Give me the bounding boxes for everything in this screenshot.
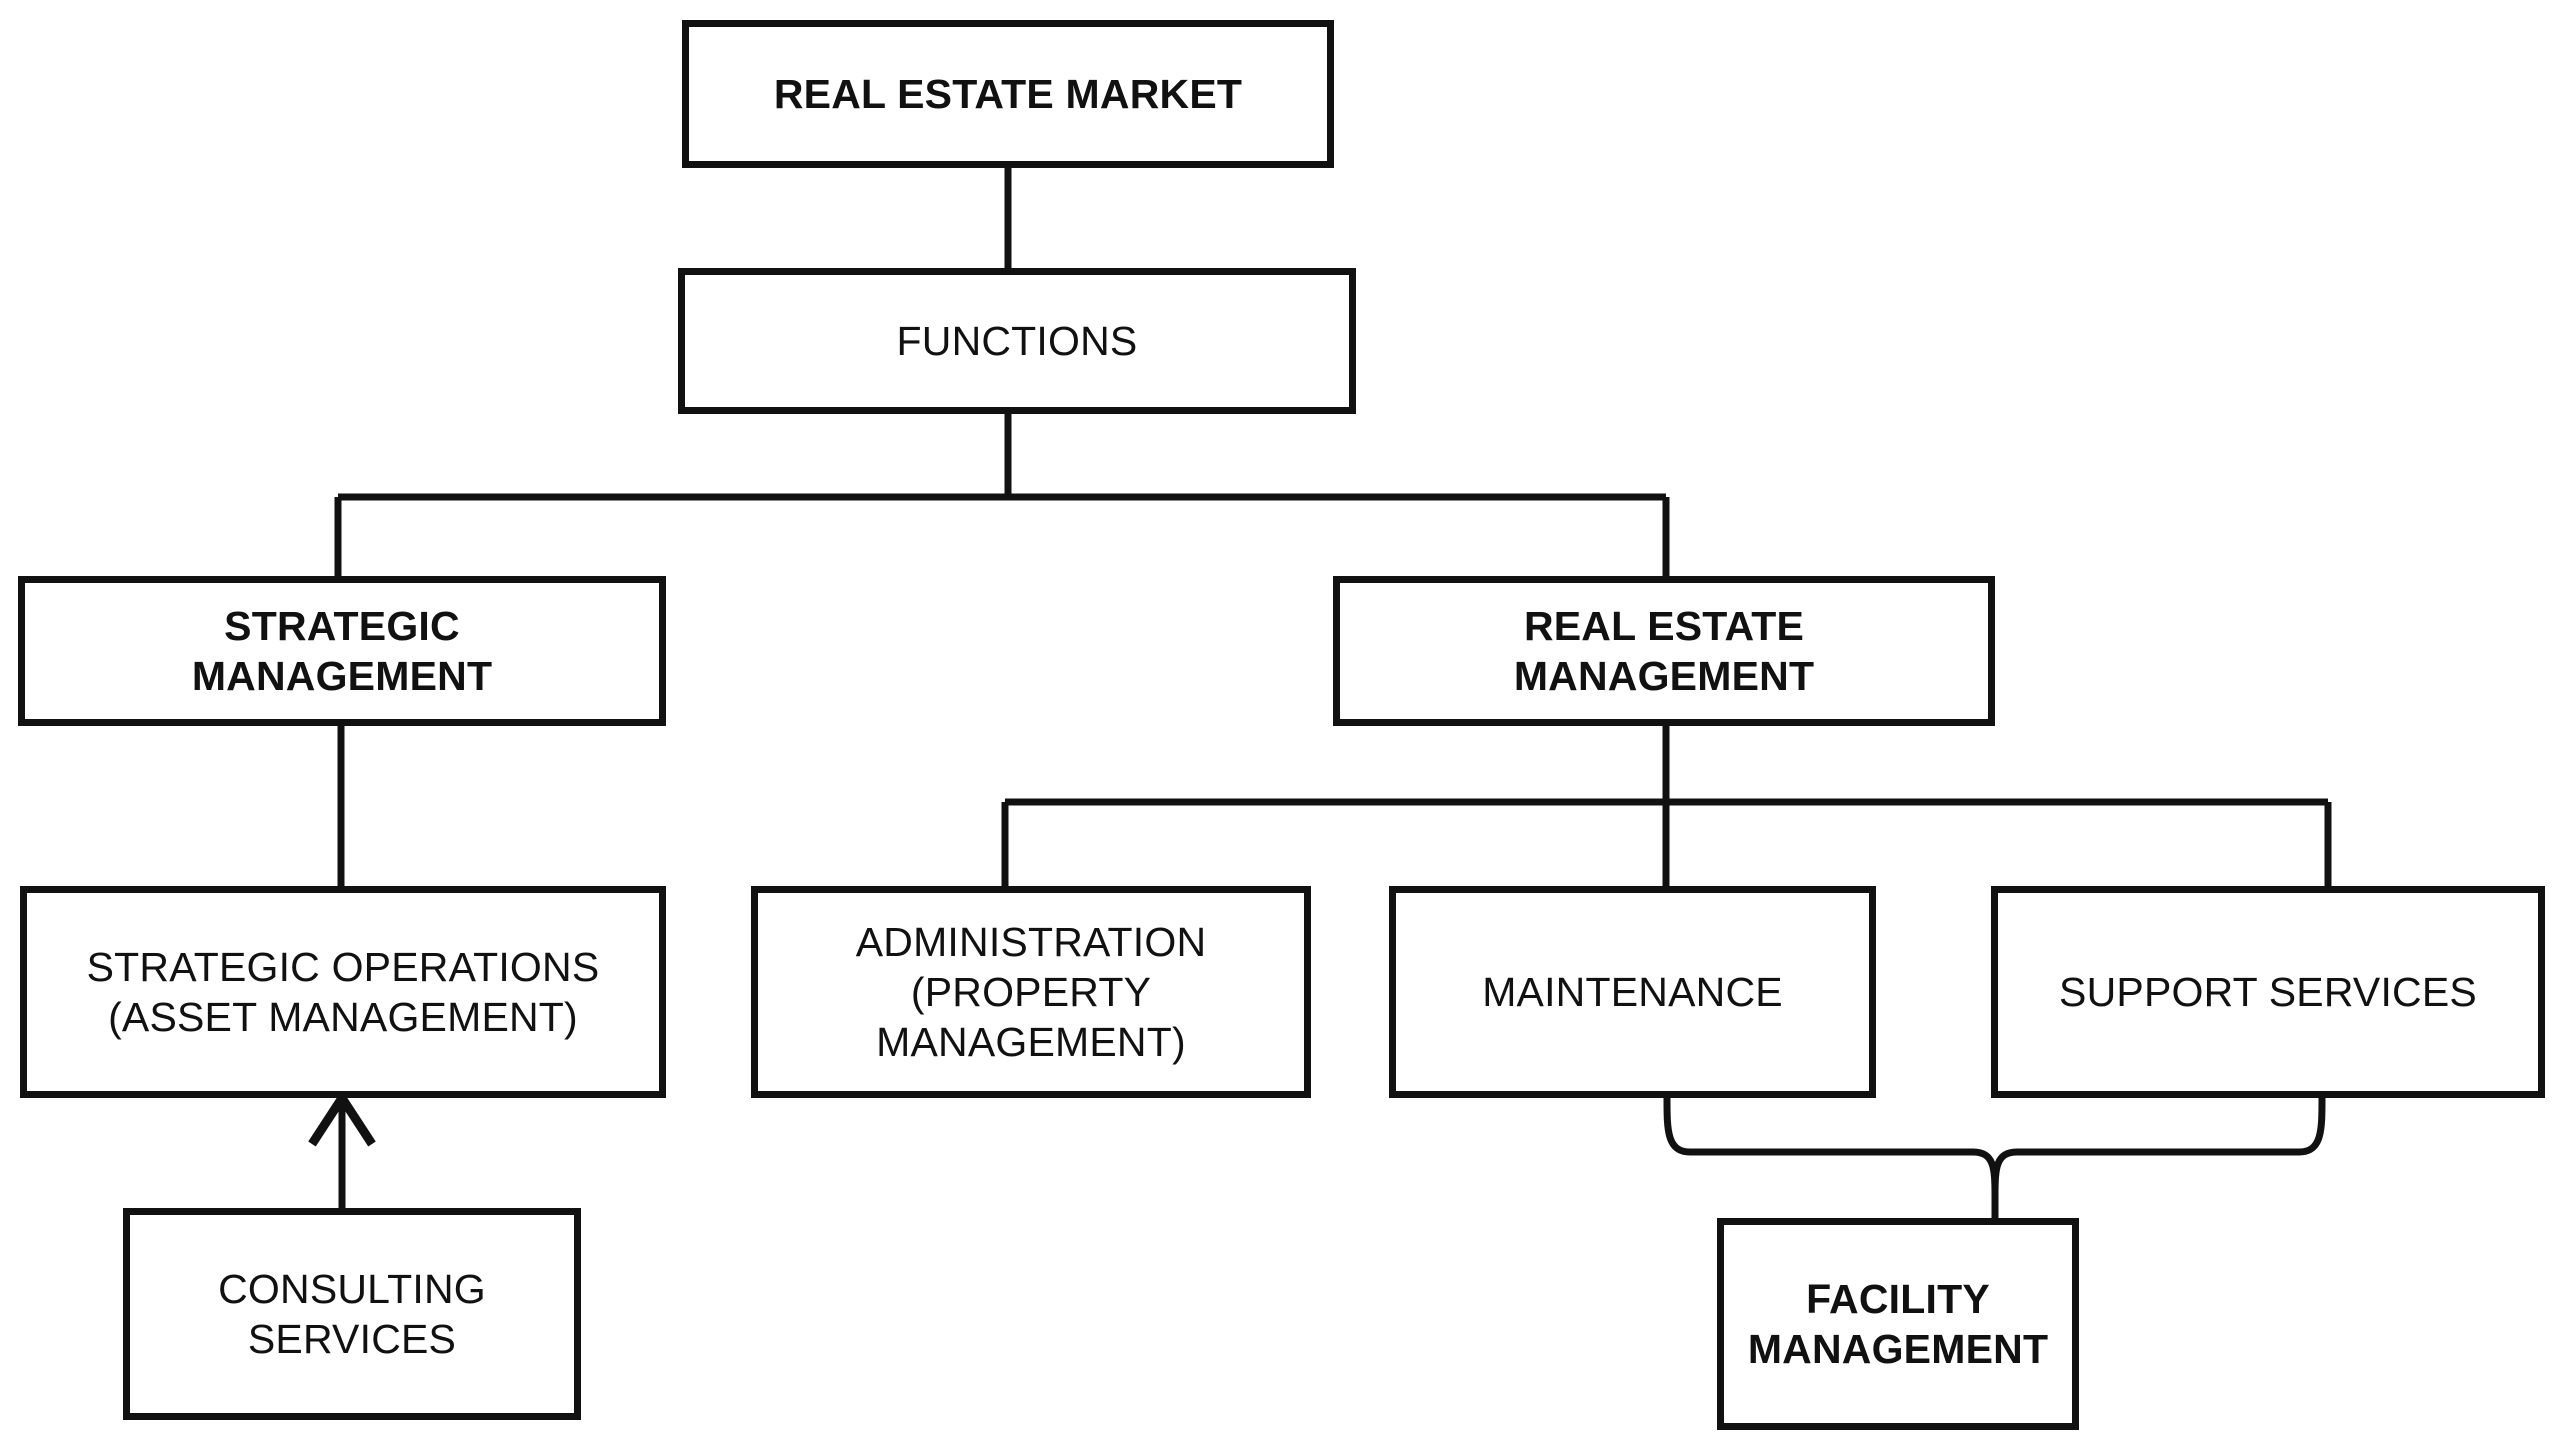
node-real-estate-market[interactable]: REAL ESTATE MARKET bbox=[682, 20, 1334, 168]
node-label-consulting-services: CONSULTING SERVICES bbox=[218, 1265, 486, 1362]
node-strategic-management[interactable]: STRATEGIC MANAGEMENT bbox=[18, 576, 666, 726]
node-label-strategic-management: STRATEGIC MANAGEMENT bbox=[191, 602, 493, 699]
node-label-administration: ADMINISTRATION (PROPERTY MANAGEMENT) bbox=[855, 918, 1207, 1065]
node-label-real-estate-market: REAL ESTATE MARKET bbox=[773, 70, 1243, 117]
node-support-services[interactable]: SUPPORT SERVICES bbox=[1991, 886, 2545, 1098]
arrow-head-up-icon bbox=[308, 1089, 376, 1147]
node-functions[interactable]: FUNCTIONS bbox=[678, 268, 1356, 414]
node-administration[interactable]: ADMINISTRATION (PROPERTY MANAGEMENT) bbox=[751, 886, 1311, 1098]
node-label-strategic-operations: STRATEGIC OPERATIONS (ASSET MANAGEMENT) bbox=[86, 943, 600, 1040]
node-maintenance[interactable]: MAINTENANCE bbox=[1389, 886, 1876, 1098]
edge-brace-maintenance-support-to-facility bbox=[1663, 1097, 2326, 1200]
node-label-facility-management: FACILITY MANAGEMENT bbox=[1747, 1275, 2049, 1372]
node-strategic-operations[interactable]: STRATEGIC OPERATIONS (ASSET MANAGEMENT) bbox=[20, 886, 666, 1098]
node-label-support-services: SUPPORT SERVICES bbox=[2059, 968, 2477, 1015]
node-real-estate-management[interactable]: REAL ESTATE MANAGEMENT bbox=[1333, 576, 1995, 726]
node-consulting-services[interactable]: CONSULTING SERVICES bbox=[123, 1208, 581, 1420]
node-facility-management[interactable]: FACILITY MANAGEMENT bbox=[1717, 1218, 2079, 1430]
node-label-maintenance: MAINTENANCE bbox=[1482, 968, 1783, 1015]
node-label-real-estate-management: REAL ESTATE MANAGEMENT bbox=[1513, 602, 1815, 699]
node-label-functions: FUNCTIONS bbox=[896, 317, 1138, 364]
